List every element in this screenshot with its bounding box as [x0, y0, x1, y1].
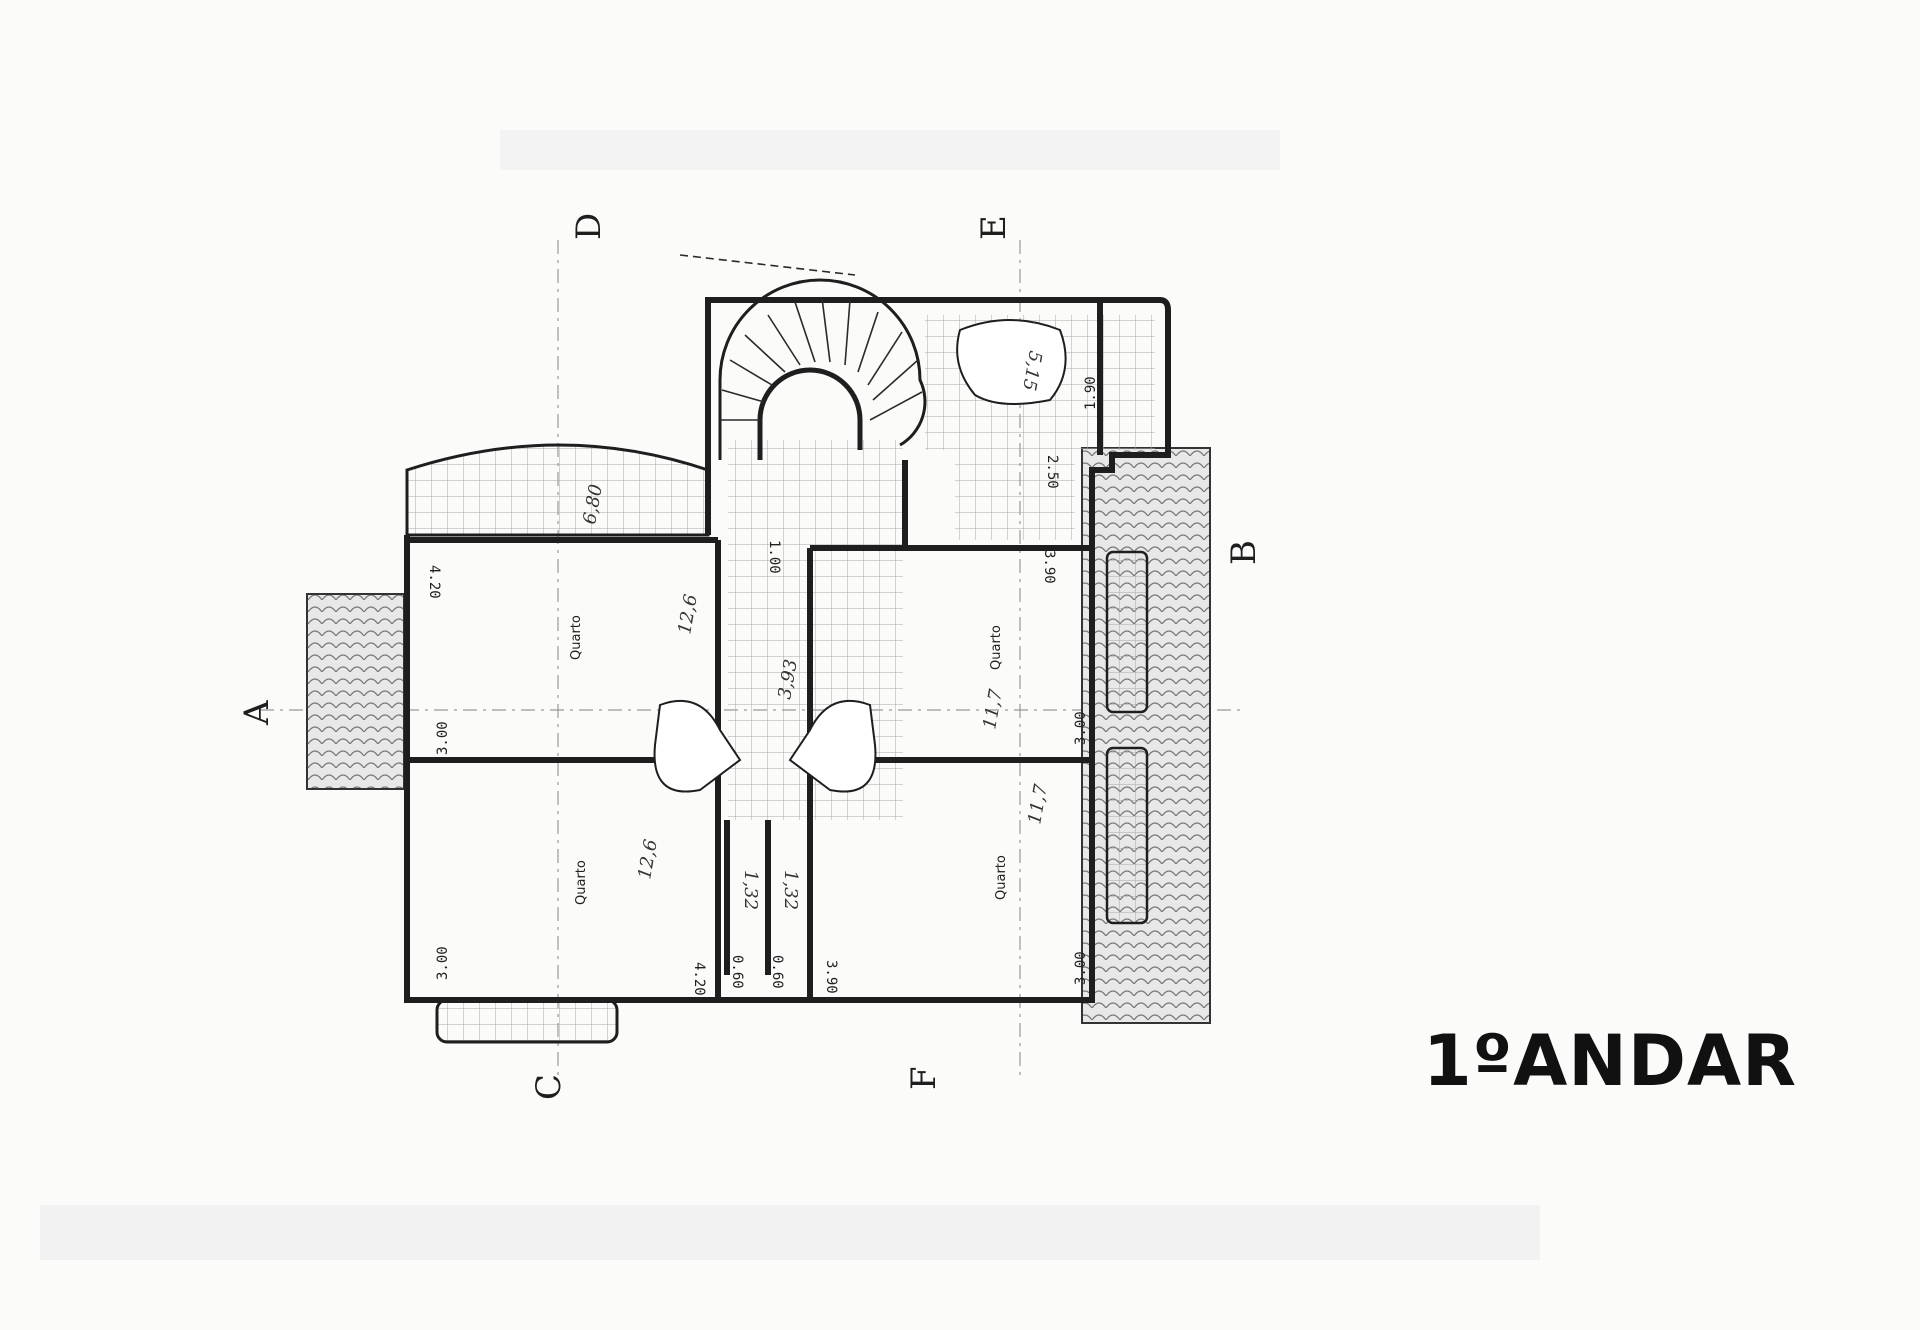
room-label-top-left: Quarto	[569, 615, 584, 660]
floor-title: 1ºANDAR	[1422, 1020, 1798, 1102]
handwritten-area-closet-left: 1,32	[740, 870, 761, 910]
balcony-right-top	[1105, 550, 1149, 714]
balcony-top	[405, 443, 710, 537]
bathtub	[956, 319, 1067, 405]
wc-floor	[955, 440, 1075, 540]
dim-top-left-height: 3.00	[435, 721, 451, 755]
outer-wall	[404, 297, 1171, 1003]
handwritten-area-closet-right: 1,32	[780, 870, 801, 910]
section-marker-d: D	[569, 213, 609, 240]
dim-bottom-left-height: 3.00	[435, 946, 451, 980]
spiral-staircase	[679, 254, 927, 460]
roof-left	[306, 593, 405, 790]
room-label-top-right: Quarto	[989, 625, 1004, 670]
section-marker-a: A	[237, 700, 277, 726]
dim-bottom-right-width: 3.90	[823, 960, 839, 994]
dim-bath-height: 1.90	[1083, 376, 1099, 410]
handwritten-area-bottom-right: 11,7	[1024, 782, 1052, 826]
dim-top-left-width: 4.20	[426, 565, 442, 599]
room-label-bottom-right: Quarto	[994, 855, 1009, 900]
handwritten-area-top-right: 11,7	[979, 687, 1007, 731]
balcony-right-bottom	[1105, 746, 1149, 925]
scan-noise-band-top	[500, 130, 1280, 170]
section-marker-c: C	[529, 1074, 569, 1100]
dim-top-right-height: 3.00	[1073, 711, 1089, 745]
room-label-bottom-left: Quarto	[574, 860, 589, 905]
hall-bay-windows	[653, 700, 877, 793]
section-marker-b: B	[1224, 540, 1264, 565]
section-marker-e: E	[974, 215, 1014, 240]
dim-closet-right: 0.60	[769, 955, 785, 989]
dim-wc-width: 2.50	[1044, 455, 1060, 489]
handwritten-area-bottom-left: 12,6	[634, 838, 662, 881]
roof-right	[1081, 447, 1211, 1024]
dim-bottom-left-width: 4.20	[691, 962, 707, 996]
dim-closet-left: 0.60	[729, 955, 745, 989]
handwritten-area-top-left: 12,6	[674, 593, 702, 636]
section-marker-f: F	[904, 1066, 944, 1090]
balcony-bottom	[435, 998, 619, 1044]
dim-hall-top: 1.00	[766, 540, 782, 574]
dim-top-right-width: 3.90	[1041, 550, 1057, 584]
dim-bottom-right-height: 3.00	[1073, 951, 1089, 985]
scan-noise-band	[40, 1205, 1540, 1260]
